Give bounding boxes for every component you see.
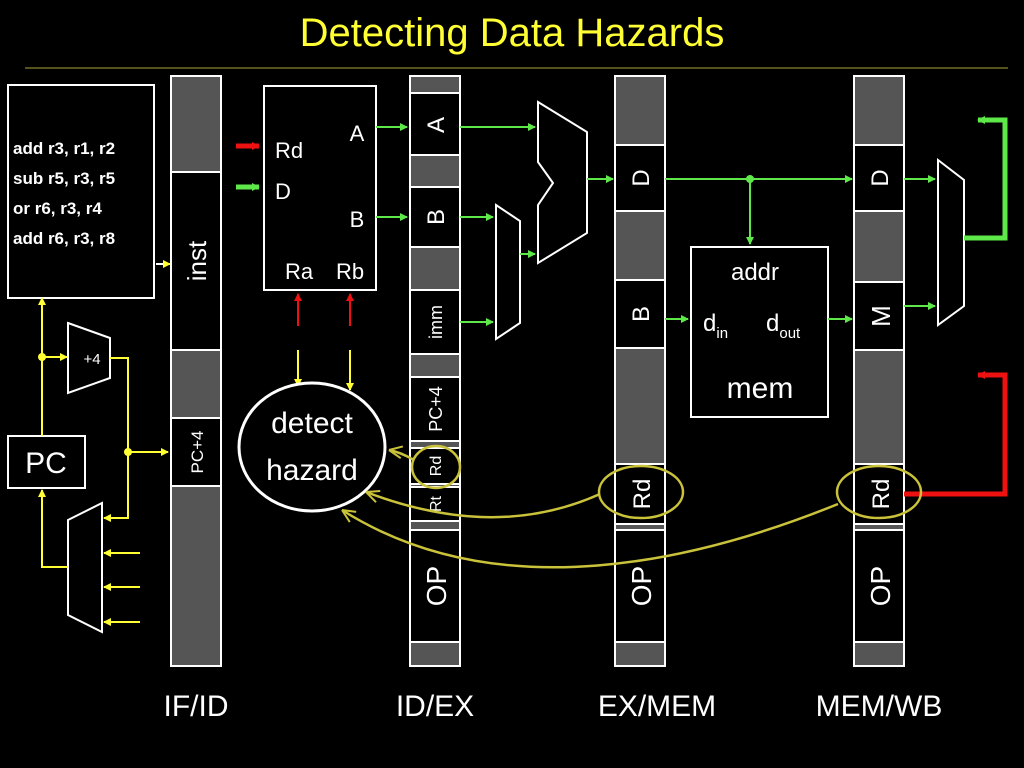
- mem-wb-d-field: D: [867, 169, 894, 186]
- if-id-inst-field: inst: [182, 240, 212, 281]
- junction-dot: [746, 175, 754, 183]
- id-ex-rd-field: Rd: [428, 456, 445, 476]
- mem-name-label: mem: [727, 372, 794, 405]
- yellow-wires: [38, 297, 169, 626]
- writeback-mux: [937, 157, 965, 327]
- writeback-data-wire: [964, 116, 1008, 241]
- page-title: Detecting Data Hazards: [300, 11, 725, 55]
- junction-dot: [38, 353, 46, 361]
- id-ex-label: ID/EX: [396, 690, 474, 723]
- mem-wb-register: D M Rd OP: [853, 75, 905, 667]
- mem-wb-to-detect-curve: [341, 502, 839, 569]
- detect-hazard-unit: detect hazard: [237, 381, 387, 513]
- alu-b-mux: [495, 203, 521, 341]
- id-ex-a-field: A: [423, 117, 450, 133]
- if-id-pc4-field: PC+4: [188, 431, 207, 474]
- mem-wb-label: MEM/WB: [816, 690, 943, 723]
- id-ex-b-field: B: [423, 209, 450, 225]
- mem-din-label: din: [703, 310, 728, 342]
- detect-hazard-line2: hazard: [266, 454, 358, 487]
- detect-hazard-line1: detect: [271, 407, 353, 440]
- pc-label: PC: [25, 447, 67, 480]
- register-file: Rd D A B Ra Rb: [263, 85, 377, 291]
- regfile-b-label: B: [350, 207, 365, 232]
- mem-wb-op-field: OP: [865, 566, 896, 606]
- mem-dout-main: d: [766, 310, 779, 337]
- ex-mem-d-field: D: [628, 169, 655, 186]
- ex-mem-op-field: OP: [626, 566, 657, 606]
- ex-mem-to-detect-curve: [365, 489, 601, 519]
- regfile-rd-label: Rd: [275, 138, 303, 163]
- id-ex-pc4-field: PC+4: [426, 386, 446, 432]
- mem-wb-m-field: M: [866, 305, 896, 327]
- adder-label: +4: [83, 351, 100, 368]
- id-ex-register: A B imm PC+4 Rd Rt OP: [409, 75, 461, 667]
- id-ex-rt-field: Rt: [428, 495, 445, 512]
- ex-mem-b-field: B: [628, 306, 655, 322]
- id-ex-to-detect-curve: [388, 445, 415, 462]
- data-memory: addr din dout mem: [690, 246, 829, 418]
- id-ex-rd-highlight: [410, 444, 462, 490]
- instruction-line: add r3, r1, r2: [13, 139, 115, 158]
- mem-din-main: d: [703, 310, 716, 337]
- mem-din-sub: in: [716, 325, 728, 342]
- mem-dout-label: dout: [766, 310, 801, 342]
- ex-mem-register: D B Rd OP: [614, 75, 666, 667]
- instruction-line: add r6, r3, r8: [13, 229, 115, 248]
- ex-mem-rd-field: Rd: [629, 479, 656, 510]
- instruction-memory: add r3, r1, r2 sub r5, r3, r5 or r6, r3,…: [7, 84, 155, 299]
- instruction-line: or r6, r3, r4: [13, 199, 102, 218]
- execute-wires: [460, 123, 614, 326]
- mem-dout-sub: out: [779, 325, 801, 342]
- mem-addr-label: addr: [731, 259, 779, 286]
- regfile-rb-label: Rb: [336, 259, 364, 284]
- mem-wb-rd-highlight: [835, 464, 923, 520]
- junction-dot: [124, 448, 132, 456]
- regfile-d-label: D: [275, 179, 291, 204]
- writeback-wires: [904, 175, 936, 310]
- ex-mem-label: EX/MEM: [598, 690, 716, 723]
- if-id-label: IF/ID: [164, 690, 229, 723]
- regfile-ra-label: Ra: [285, 259, 314, 284]
- regfile-a-label: A: [350, 121, 365, 146]
- memory-wires: [665, 175, 853, 323]
- ex-mem-rd-highlight: [597, 464, 685, 520]
- id-ex-imm-field: imm: [426, 305, 446, 339]
- hazard-highlights: [341, 444, 923, 569]
- if-id-register: inst PC+4: [170, 75, 222, 667]
- writeback-rd-wire: [904, 371, 1008, 497]
- adder-plus4: +4: [67, 321, 111, 395]
- pc-block: PC: [7, 435, 86, 489]
- pc-mux: [67, 501, 103, 634]
- mem-wb-rd-field: Rd: [868, 479, 895, 510]
- id-ex-op-field: OP: [421, 566, 452, 606]
- alu: [537, 100, 588, 265]
- instruction-line: sub r5, r3, r5: [13, 169, 115, 188]
